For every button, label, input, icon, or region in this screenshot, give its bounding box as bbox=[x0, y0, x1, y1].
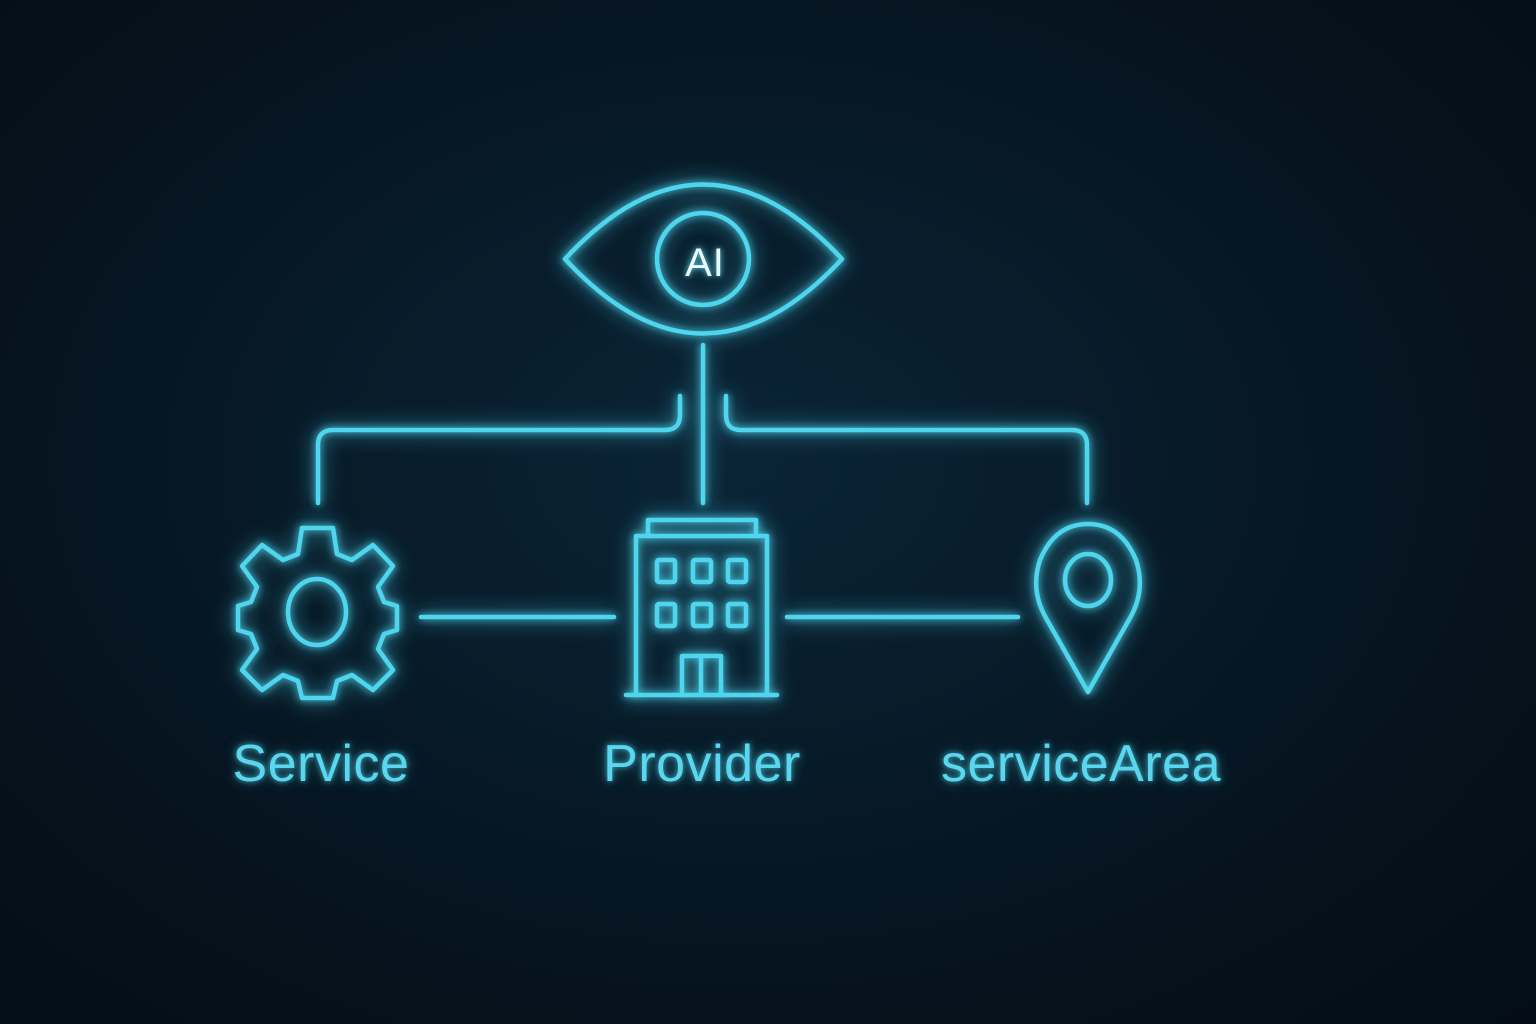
connector-ai-servicearea bbox=[723, 393, 1090, 506]
building-icon bbox=[623, 517, 780, 698]
eye-icon bbox=[562, 182, 845, 336]
node-label-provider: Provider bbox=[603, 735, 801, 793]
connector-lines bbox=[315, 342, 1090, 620]
connector-ai-service bbox=[315, 393, 683, 506]
ai-badge-text: AI bbox=[685, 241, 725, 285]
map-pin-icon bbox=[1033, 521, 1143, 695]
node-label-service: Service bbox=[232, 735, 410, 793]
gear-icon bbox=[235, 525, 400, 701]
node-label-servicearea: serviceArea bbox=[940, 735, 1222, 793]
